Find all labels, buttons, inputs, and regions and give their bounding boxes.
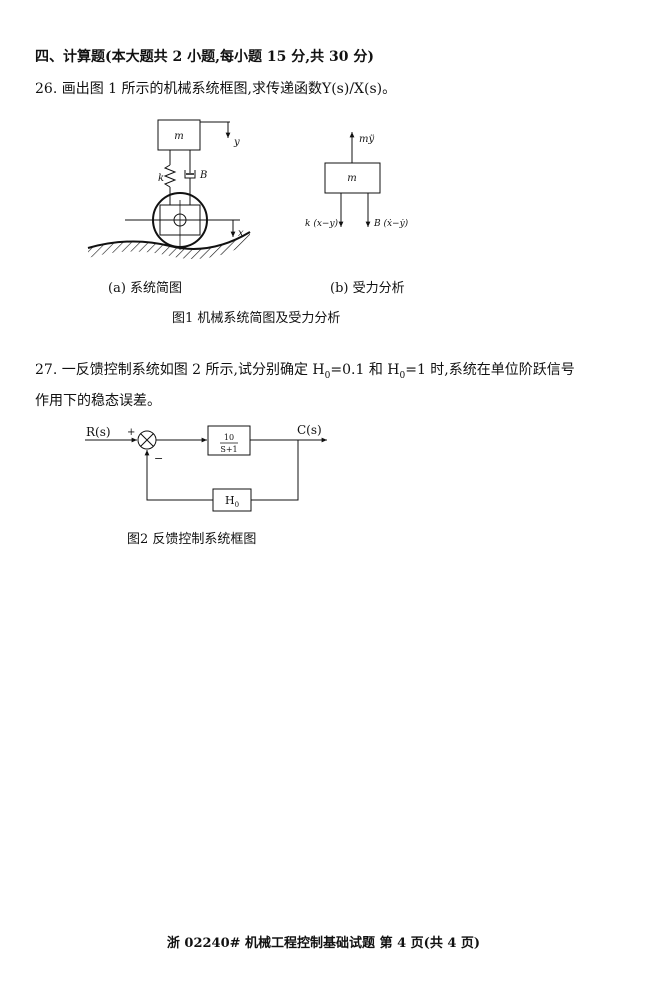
fig2-minus-sign: − — [154, 452, 163, 465]
fig-a-mass-label: m — [174, 131, 183, 142]
fig-a-k-label: k — [158, 173, 164, 184]
fig-a-caption: (a) 系统简图 — [108, 281, 183, 296]
figure-1-caption: 图1 机械系统简图及受力分析 — [172, 311, 341, 326]
q27-subscript-1: 0 — [324, 370, 331, 381]
figure-2-caption: 图2 反馈控制系统框图 — [127, 532, 257, 547]
fig-b-mass-label: m — [347, 173, 356, 184]
question-26-text: 26. 画出图 1 所示的机械系统框图,求传递函数Y(s)/X(s)。 — [35, 81, 397, 97]
fig2-input-label: R(s) — [86, 425, 111, 439]
fig-b-spring-force-label: k (x−y) — [305, 218, 339, 229]
fig-b-force-analysis: m mÿ k (x−y) B (ẋ−ẏ) — [305, 132, 409, 229]
fig2-feedback-label: H0 — [225, 494, 239, 509]
page-footer: 浙 02240# 机械工程控制基础试题 第 4 页(共 4 页) — [166, 936, 481, 951]
question-27-line-2: 作用下的稳态误差。 — [35, 393, 161, 409]
q27-text-part-1: 27. 一反馈控制系统如图 2 所示,试分别确定 H — [35, 362, 325, 378]
question-27-line-1: 27. 一反馈控制系统如图 2 所示,试分别确定 H0=0.1 和 H0=1 时… — [35, 361, 575, 385]
fig-a-y-label: y — [233, 137, 240, 148]
fig-a-ground-line — [87, 231, 251, 250]
fig-a-x-label: x — [238, 228, 244, 239]
fig-a-schematic: m y k B x — [87, 119, 251, 259]
fig2-feedback-path-in — [144, 450, 213, 501]
fig-b-damper-force-label: B (ẋ−ẏ) — [373, 218, 409, 229]
fig-b-caption: (b) 受力分析 — [330, 281, 405, 296]
q27-text-part-3: =1 时,系统在单位阶跃信号 — [405, 362, 575, 378]
q27-text-part-2: =0.1 和 H — [330, 362, 400, 378]
fig2-plus-sign: + — [127, 427, 135, 438]
section-header: 四、计算题(本大题共 2 小题,每小题 15 分,共 30 分) — [35, 49, 374, 65]
q27-subscript-2: 0 — [399, 370, 406, 381]
fig-a-ground-hatch — [88, 232, 250, 259]
fig2-tf-numerator: 10 — [224, 433, 234, 442]
fig-a-spring — [163, 164, 177, 188]
fig-b-my-label: mÿ — [359, 134, 374, 145]
fig2-summing-junction — [137, 430, 157, 450]
fig2-feedback-path-out — [251, 440, 299, 501]
fig2-tf-denominator: S+1 — [220, 445, 237, 454]
fig2-output-label: C(s) — [297, 423, 322, 437]
fig-a-B-label: B — [199, 170, 207, 181]
fig-a-mass-block — [157, 119, 201, 151]
